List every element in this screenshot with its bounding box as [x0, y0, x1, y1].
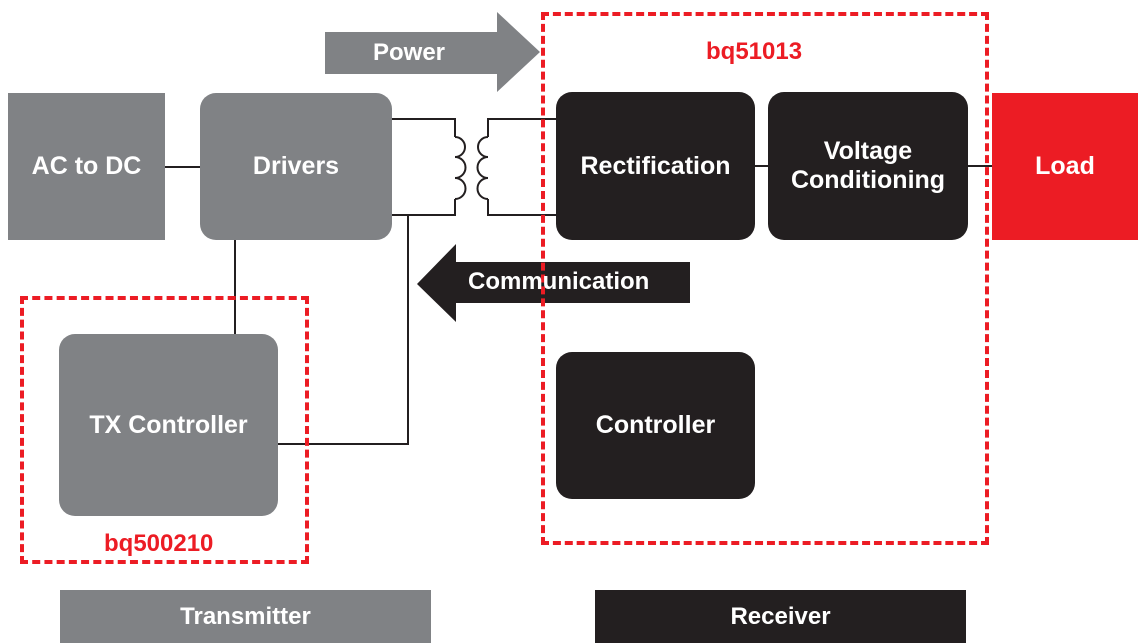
transmitter-footer: Transmitter: [60, 590, 431, 643]
primary-bottom-wire: [392, 199, 456, 216]
communication-label: Communication: [468, 268, 650, 295]
power-arrow: [325, 12, 540, 92]
primary-top-wire: [392, 118, 456, 137]
rectification-block: Rectification: [556, 92, 755, 240]
transmitter-chip-outline: [20, 296, 309, 564]
controller-block: Controller: [556, 352, 755, 499]
voltage-conditioning-label: Voltage Conditioning: [790, 137, 946, 194]
ac-dc-block: AC to DC: [8, 93, 165, 240]
transmitter-chip-label: bq500210: [104, 530, 214, 557]
receiver-chip-label: bq51013: [706, 38, 803, 65]
voltage-conditioning-block: Voltage Conditioning: [768, 92, 968, 240]
secondary-coil: [476, 136, 489, 200]
communication-arrow: [417, 244, 690, 322]
tx-controller-block: TX Controller: [59, 334, 278, 516]
load-block: Load: [992, 93, 1138, 240]
power-label: Power: [373, 39, 446, 66]
secondary-bottom-wire: [487, 199, 556, 216]
receiver-footer: Receiver: [595, 590, 966, 643]
receiver-chip-outline: [541, 12, 989, 545]
drivers-block: Drivers: [200, 93, 392, 240]
secondary-top-wire: [487, 118, 556, 137]
primary-coil: [454, 136, 467, 200]
